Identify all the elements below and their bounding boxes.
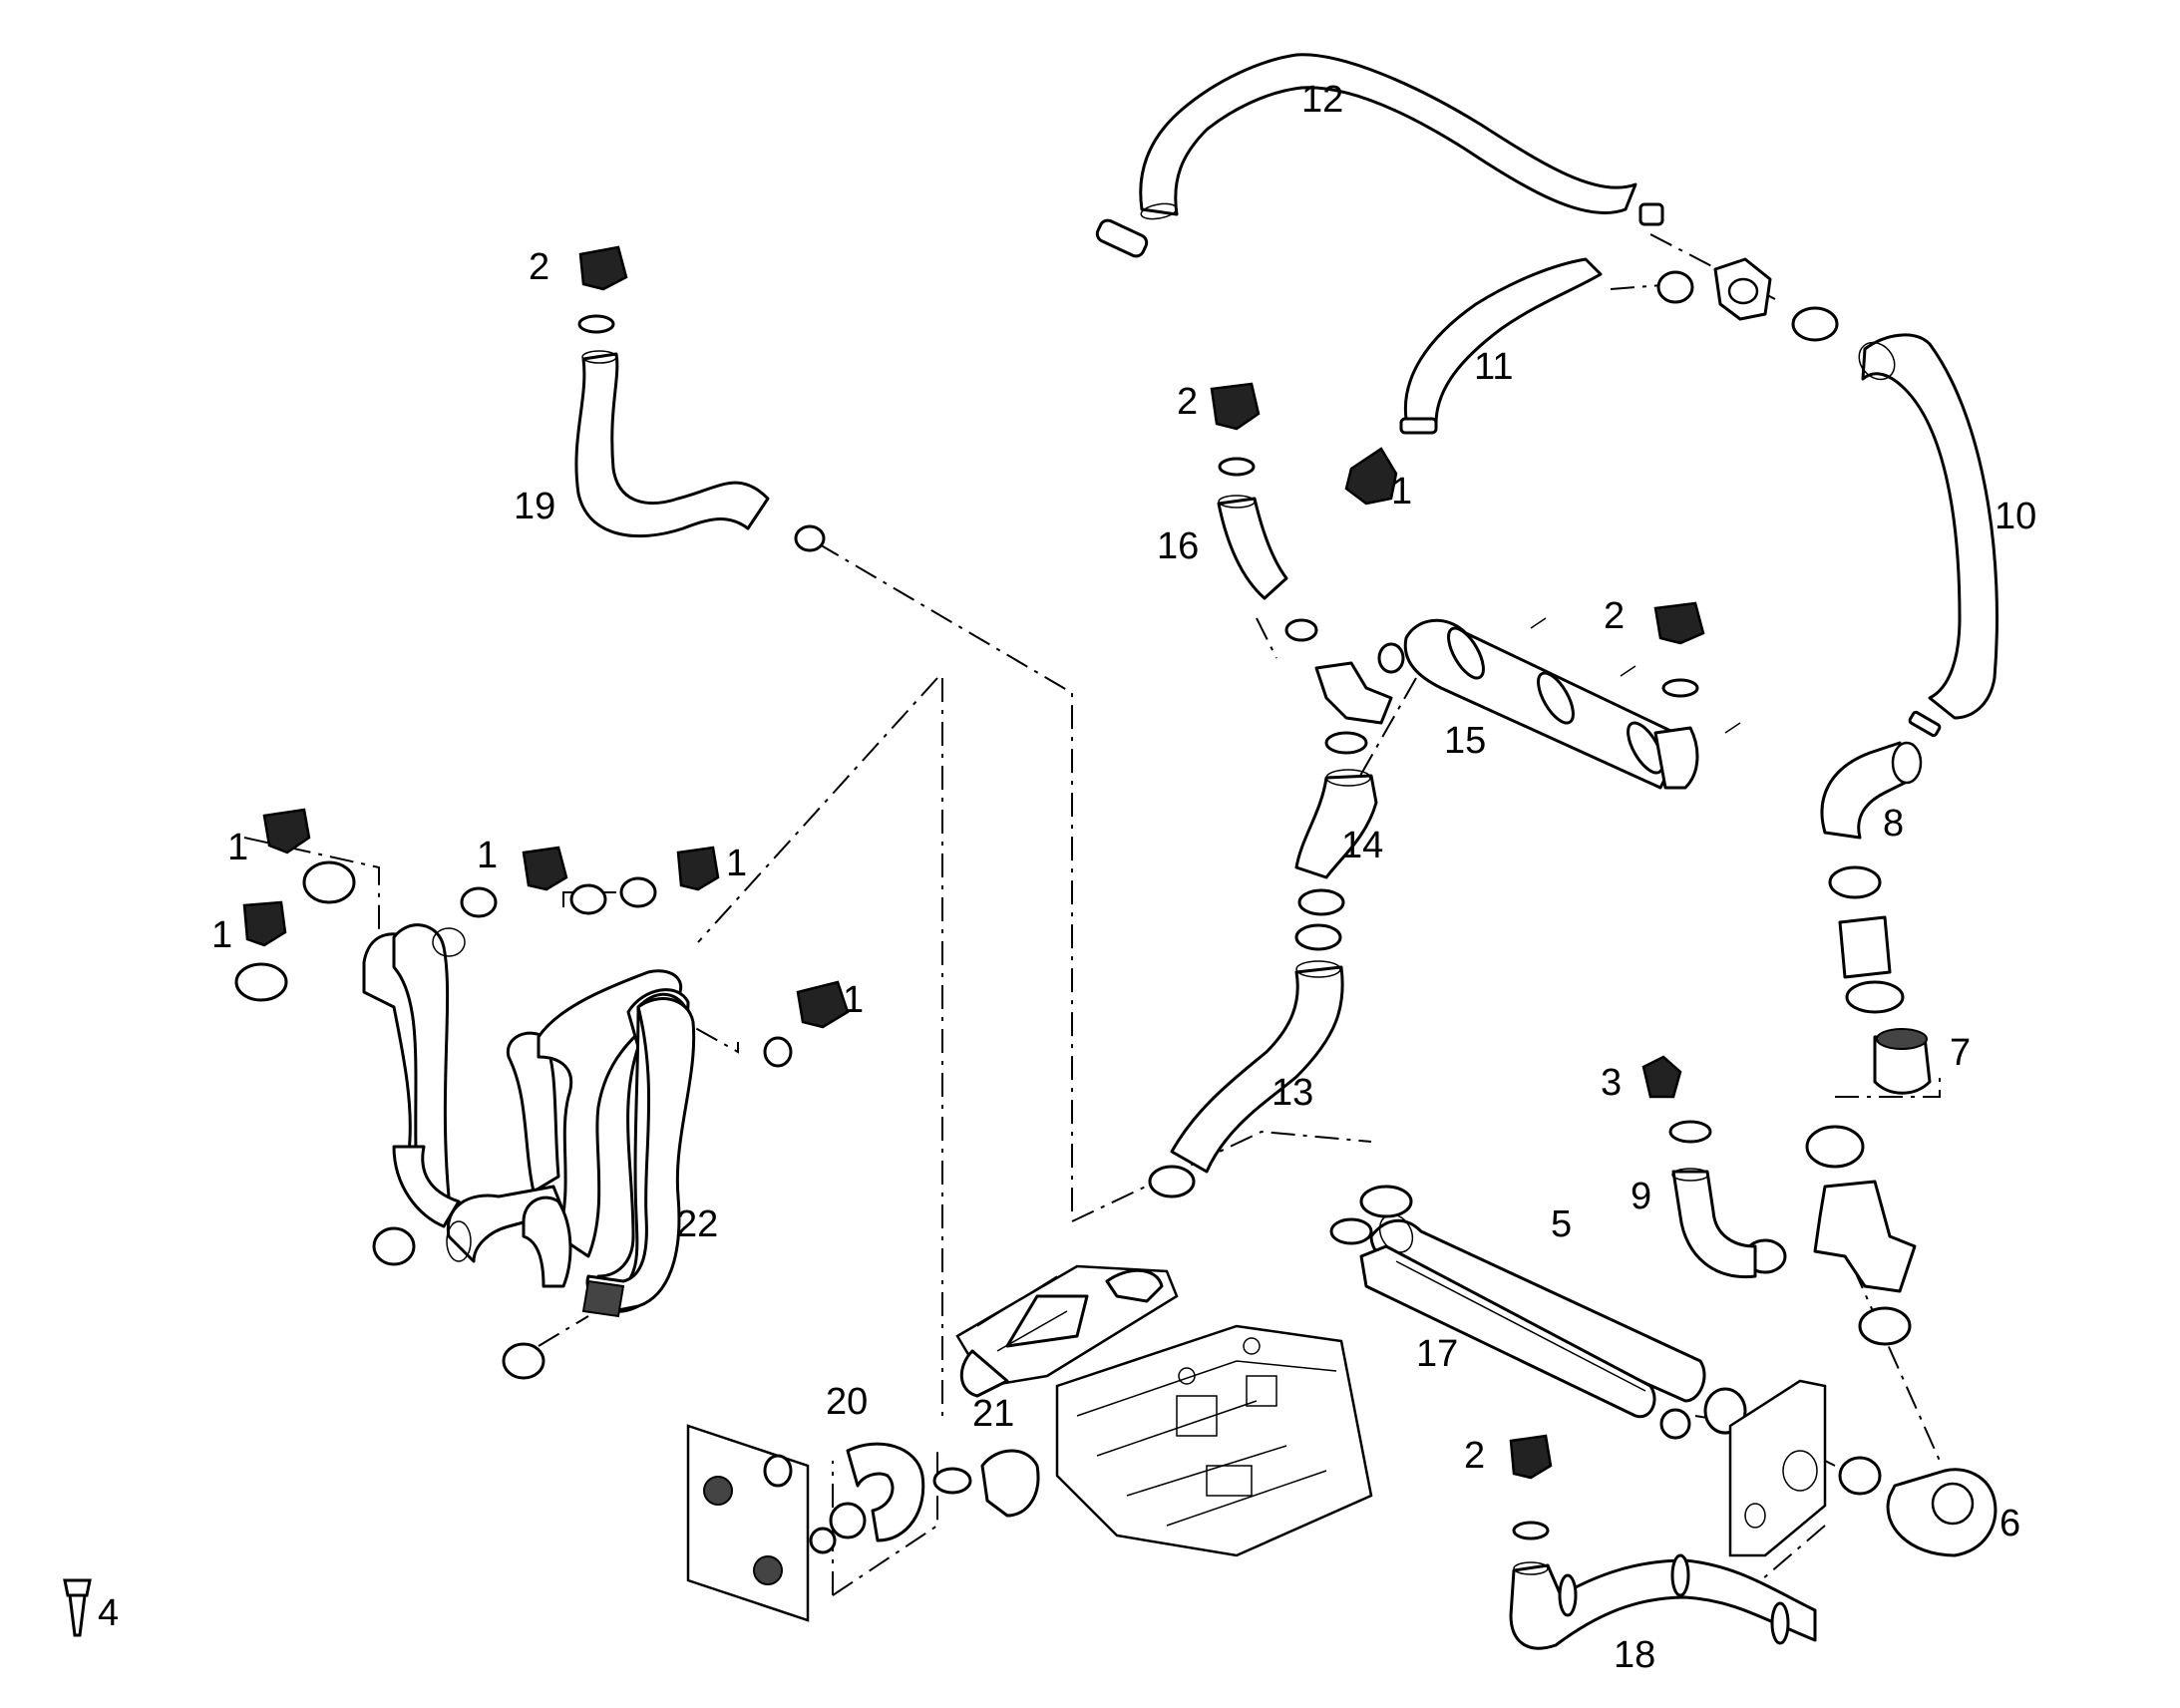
callout-19: 19 [514, 486, 555, 527]
callout-labels: 1 1 1 1 1 1 2 2 2 2 3 4 5 6 7 8 9 10 11 … [98, 79, 2036, 1676]
callout-2: 2 [529, 246, 549, 288]
hose-9 [1641, 1055, 1757, 1279]
callout-12: 12 [1301, 79, 1343, 121]
hose-14 [1294, 769, 1378, 951]
callout-8: 8 [1883, 803, 1904, 845]
callout-7: 7 [1950, 1032, 1971, 1074]
mount-plate-right [1728, 1379, 1827, 1557]
heater-unit [955, 1264, 1373, 1557]
callout-5: 5 [1551, 1203, 1572, 1245]
pipes-5-17 [1329, 1185, 1747, 1440]
callout-4: 4 [98, 1592, 119, 1634]
hose-19 [574, 245, 826, 552]
callout-17: 17 [1416, 1333, 1458, 1375]
callout-13: 13 [1272, 1072, 1313, 1114]
callout-1: 1 [477, 835, 498, 876]
hose-8 [1820, 741, 1923, 840]
hose-18 [1509, 1434, 1817, 1650]
hose-13 [1148, 960, 1344, 1198]
callout-2: 2 [1604, 595, 1625, 637]
callout-21: 21 [972, 1393, 1014, 1435]
callout-2: 2 [1177, 381, 1198, 423]
callout-15: 15 [1444, 720, 1486, 762]
callout-1: 1 [1391, 471, 1412, 512]
callout-9: 9 [1631, 1176, 1651, 1217]
hose-7 [1828, 865, 1932, 1095]
hose-20-21 [686, 1424, 1040, 1622]
callout-3: 3 [1601, 1062, 1622, 1104]
callout-22: 22 [676, 1203, 718, 1245]
hose-10 [1858, 333, 1998, 738]
callout-1: 1 [843, 979, 864, 1021]
callout-6: 6 [1999, 1503, 2020, 1544]
callout-1: 1 [211, 914, 232, 956]
hose-11 [1344, 257, 1603, 506]
callout-11: 11 [1474, 346, 1513, 388]
callout-2: 2 [1464, 1435, 1485, 1477]
callout-1: 1 [227, 827, 248, 868]
callout-20: 20 [826, 1381, 868, 1423]
y-connector [1284, 618, 1405, 755]
callout-1: 1 [726, 843, 747, 884]
hose-16 [1210, 382, 1288, 600]
callout-16: 16 [1157, 525, 1199, 567]
left-assembly [234, 808, 850, 1380]
elbow-6 [1838, 1456, 1998, 1557]
t-piece-right [1743, 1125, 1917, 1346]
callout-10: 10 [1995, 496, 2036, 537]
callout-14: 14 [1341, 825, 1383, 866]
t-connector-top [1656, 257, 1839, 342]
hose-12 [1095, 53, 1664, 258]
callout-18: 18 [1614, 1634, 1655, 1676]
pipe-15 [1403, 601, 1741, 790]
screw-4 [63, 1578, 92, 1637]
